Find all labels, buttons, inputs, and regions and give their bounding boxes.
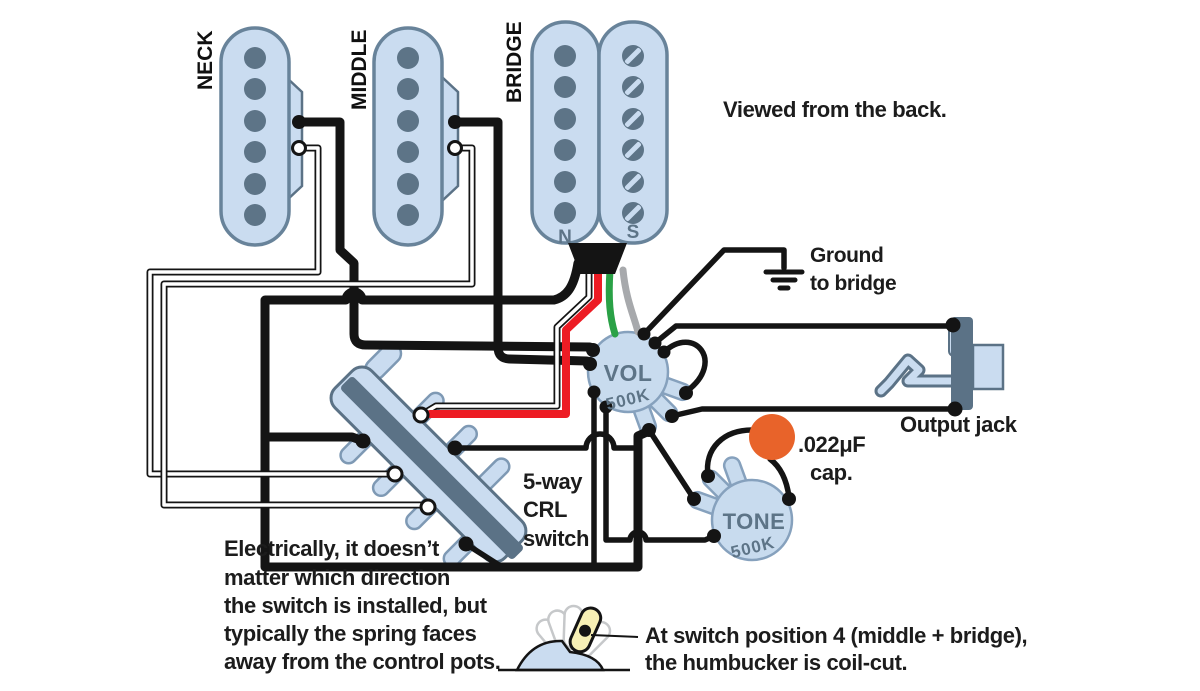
volume-pot — [586, 330, 692, 436]
tone-pot-body — [710, 478, 794, 562]
bridge-label: BRIDGE — [503, 21, 526, 103]
neck-white-wire — [148, 146, 389, 476]
switch-profile-base — [514, 639, 605, 672]
cap-label-line1: .022μF — [798, 432, 865, 457]
volume-label: VOL — [604, 360, 653, 386]
lever-position-4 — [568, 606, 603, 654]
svg-text:the switch is installed, but: the switch is installed, but — [224, 593, 488, 618]
ground-note-line1: Ground — [810, 244, 883, 267]
middle-poles — [397, 47, 419, 226]
volume-pot-body — [586, 330, 670, 414]
ground-to-bridge-wire — [641, 247, 787, 337]
neck-poles — [244, 47, 266, 226]
middle-pickup — [372, 26, 460, 247]
switch-blade — [341, 377, 523, 559]
switch-label-line3: switch — [523, 526, 589, 551]
white-wires — [146, 144, 593, 509]
middle-white-wire — [162, 146, 474, 507]
vol-to-tone-signal — [646, 427, 697, 502]
switch-position-icon — [498, 604, 639, 672]
ground-note-line2: to bridge — [810, 272, 896, 295]
jack-plate — [951, 317, 973, 410]
coil-n-label: N — [558, 227, 572, 248]
humbucker-ground-bus — [260, 258, 654, 572]
jack-nut — [971, 343, 1005, 391]
ground-bus-wires — [260, 117, 654, 572]
humbucker-slug-poles — [554, 45, 576, 224]
neck-hot-wire — [294, 117, 595, 352]
humbucker-white-wire — [424, 261, 591, 414]
cap-label-line2: cap. — [810, 460, 852, 485]
jack-sleeve-wire — [652, 323, 953, 346]
switch-lug1-ring — [412, 406, 430, 424]
viewed-from-back-note: Viewed from the back. — [723, 97, 947, 122]
signal-wires — [452, 247, 955, 570]
position-note-line1: At switch position 4 (middle + bridge), — [645, 623, 1027, 648]
neck-white-terminal — [291, 140, 307, 156]
switch-label-line1: 5-way — [523, 469, 583, 494]
coil-s-label: S — [627, 222, 640, 243]
neck-pickup — [219, 26, 304, 247]
output-jack — [874, 317, 1005, 410]
switch-ground-feed — [260, 432, 368, 446]
humbucker-screw-poles — [622, 45, 644, 224]
svg-text:Electrically, it doesn’t: Electrically, it doesn’t — [224, 536, 440, 561]
solder-joints — [291, 115, 963, 552]
humbucker-red-wire — [426, 261, 602, 418]
tone-label: TONE — [723, 509, 786, 534]
switch-label-line2: CRL — [523, 497, 567, 522]
middle-white-terminal — [447, 140, 463, 156]
vol-to-tone-ground — [603, 404, 717, 543]
middle-hot-wire — [450, 117, 592, 366]
switch-direction-note: Electrically, it doesn’t matter which di… — [224, 536, 501, 674]
neck-cover — [219, 26, 291, 247]
cap-lead-left — [704, 427, 755, 479]
vol-ground-loop — [661, 339, 708, 394]
jack-prong — [877, 356, 955, 395]
middle-label: MIDDLE — [348, 30, 371, 111]
neck-label: NECK — [194, 30, 217, 90]
tone-capacitor — [749, 414, 795, 460]
svg-text:away from the control pots.: away from the control pots. — [224, 649, 500, 674]
svg-text:typically the spring faces: typically the spring faces — [224, 621, 477, 646]
middle-cover — [372, 26, 444, 247]
svg-text:matter which direction: matter which direction — [224, 565, 450, 590]
humbucker-green-wire — [605, 266, 619, 338]
jack-tip-wire — [669, 406, 955, 419]
humbucker-connector — [568, 243, 627, 274]
humbucker-gray-wire — [619, 266, 642, 336]
switch-output-wire — [452, 431, 641, 451]
ground-symbol — [763, 269, 805, 291]
bridge-humbucker: N S — [530, 20, 669, 248]
humbucker-screw-coil — [597, 20, 669, 245]
pointer-line — [590, 634, 639, 638]
humbucker-leads — [426, 261, 642, 418]
switch-lug2-ring — [386, 465, 404, 483]
output-jack-label: Output jack — [900, 412, 1018, 437]
switch-lug3-ring — [419, 498, 437, 516]
position-note-line2: the humbucker is coil-cut. — [645, 650, 907, 675]
